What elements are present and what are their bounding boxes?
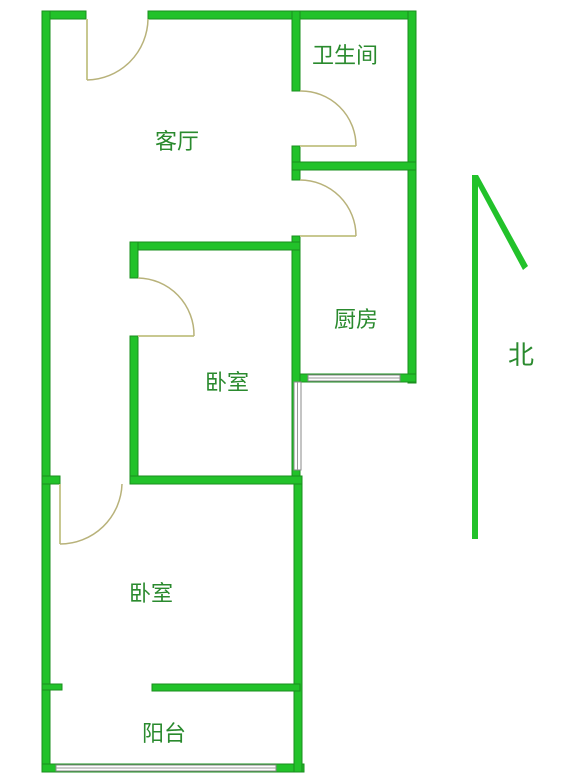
top-wall-right [147,10,417,20]
balcony-divider-right [151,683,301,692]
bedroom-2-walls [41,475,301,692]
right-wall-lower [293,477,303,773]
living-room-label: 客厅 [155,130,199,155]
north-arrow-icon [472,175,528,539]
bathroom-west-wall-top [291,10,301,92]
bedroom-2-north-wall-left [41,475,61,485]
kitchen-label: 厨房 [334,308,378,333]
balcony-divider-left [41,683,63,691]
kitchen-window [307,374,401,382]
left-wall [41,10,51,772]
bedroom-1-west-wall-top [129,241,139,279]
entrance-door [86,18,149,81]
bedroom-1-label: 卧室 [205,371,249,396]
north-label: 北 [508,341,534,371]
bedroom-1-walls [129,241,303,485]
bedroom-1-window [293,381,302,471]
bedroom-2-door [59,483,123,545]
bedroom-1-north-wall [129,241,301,251]
bedroom-1-door [137,277,195,337]
bedroom-1-west-wall-bottom [129,335,139,485]
bathroom-label: 卫生间 [312,44,378,69]
bathroom-south-wall [291,161,417,171]
bedroom-1-south-wall [129,475,303,485]
bathroom-door [299,90,357,147]
bathroom-walls [291,10,417,181]
bedroom-2-label: 卧室 [129,582,173,607]
right-wall-upper [407,10,417,384]
kitchen-walls [291,235,417,479]
balcony-label: 阳台 [142,722,186,747]
kitchen-door [299,179,357,237]
balcony-window [55,764,277,772]
